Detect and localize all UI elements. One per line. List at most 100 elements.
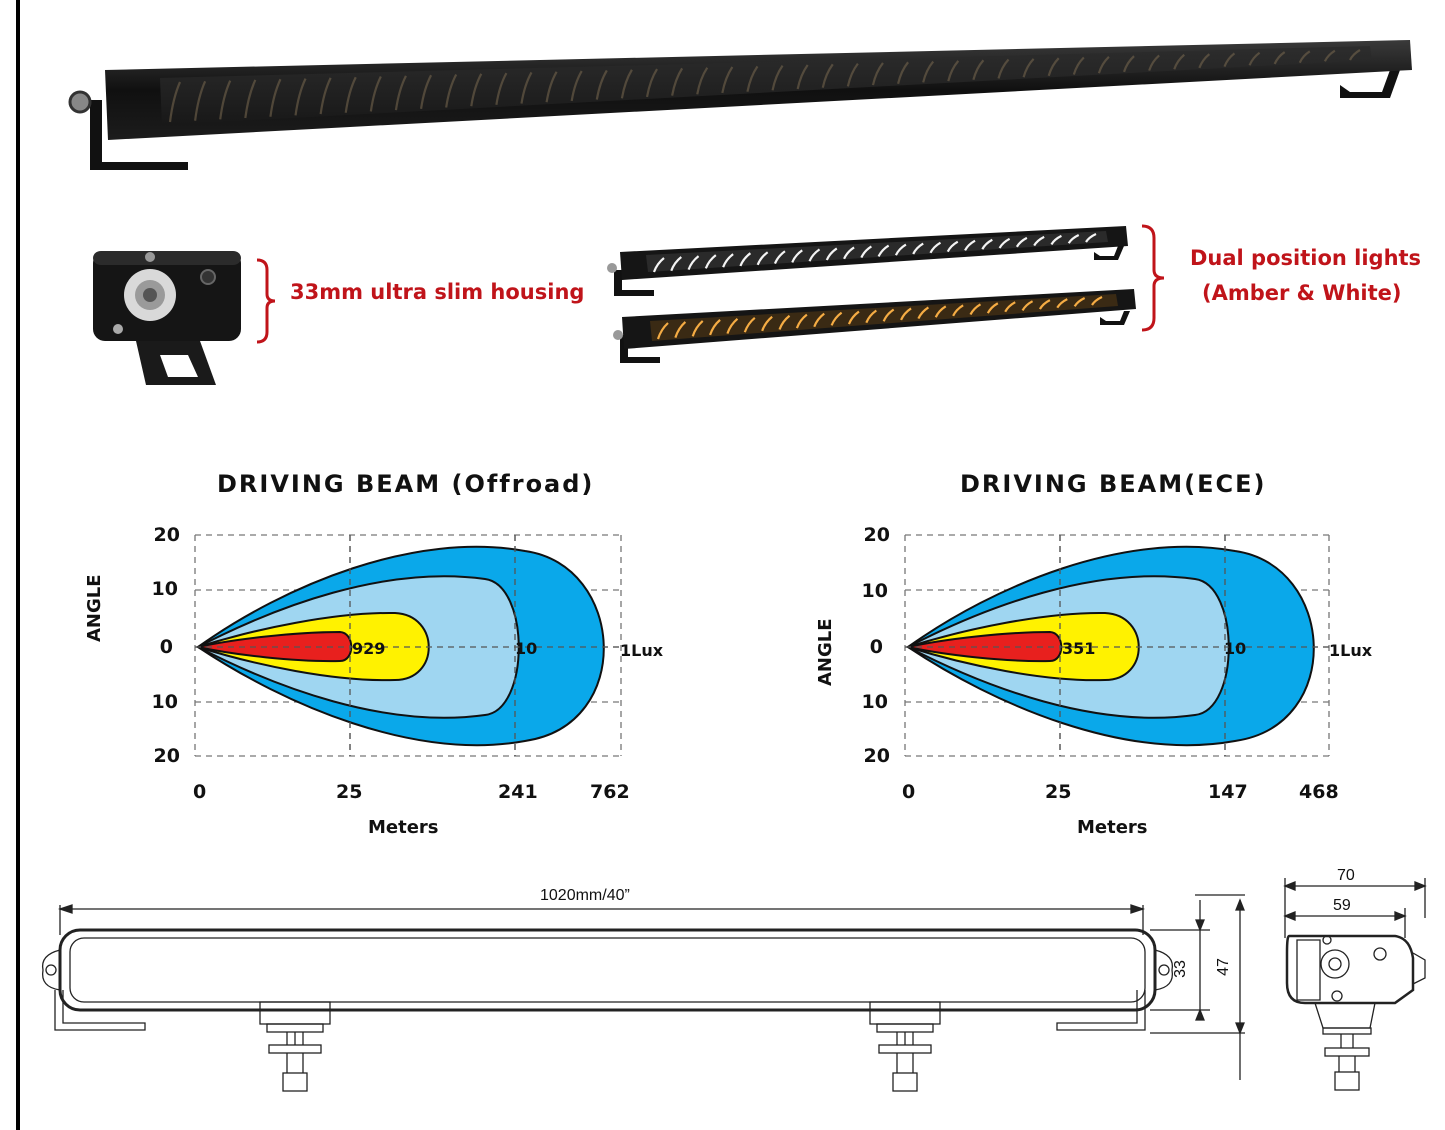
led-segment [1072, 56, 1085, 75]
led-segment [830, 311, 843, 326]
led-segment [595, 69, 608, 100]
led-segment [1273, 51, 1286, 65]
led-segment [704, 254, 717, 269]
led-segment [947, 60, 960, 82]
housing-closeup-photo [93, 251, 241, 385]
led-segment [1067, 233, 1080, 244]
led-segment [917, 306, 930, 320]
led-segment [1148, 54, 1160, 71]
chart-ece-xtick: 147 [1208, 781, 1248, 803]
led-segment [821, 63, 834, 88]
amber-light-bar-photo [613, 289, 1136, 363]
led-segment [470, 73, 483, 107]
led-segment [929, 241, 942, 254]
chart-offroad-plot [194, 534, 622, 757]
chart-offroad-xtick: 241 [498, 781, 538, 803]
led-segment [194, 80, 207, 121]
chart-offroad-zone-mid-label: 929 [352, 639, 386, 658]
led-segment [877, 244, 890, 257]
led-segment [860, 245, 872, 259]
chart-ece-ytick: 20 [863, 745, 890, 767]
led-segment [1349, 49, 1361, 61]
led-segment [344, 76, 357, 113]
led-segment [791, 249, 803, 263]
led-segment [894, 243, 907, 256]
led-segment [1047, 57, 1060, 77]
front-view-drawing [41, 904, 1174, 1092]
led-segment [998, 237, 1011, 249]
led-segment [900, 307, 912, 321]
led-segment [721, 66, 734, 94]
led-segment [997, 58, 1010, 79]
chart-ece-title: DRIVING BEAM(ECE) [960, 470, 1267, 498]
led-segment [1122, 55, 1135, 73]
led-segment [269, 78, 282, 117]
dimension-height-33: 33 [1171, 960, 1189, 978]
led-segment [1173, 53, 1185, 70]
led-segment [1085, 232, 1097, 243]
led-segment [645, 68, 658, 98]
dimension-depth-59: 59 [1333, 897, 1351, 914]
dual-callout-line2: (Amber & White) [1202, 281, 1402, 305]
housing-callout: 33mm ultra slim housing [290, 280, 585, 304]
led-segment [1021, 300, 1034, 311]
dimension-depth-70: 70 [1337, 867, 1355, 884]
led-segment [620, 69, 633, 99]
led-segment [495, 72, 508, 106]
led-segment [1091, 295, 1103, 306]
chart-ece-xtick: 0 [902, 781, 916, 803]
led-segment [808, 248, 821, 262]
white-light-bar-photo [607, 226, 1128, 296]
led-segment [969, 303, 982, 316]
led-segment [981, 238, 993, 250]
chart-offroad-ytick: 10 [151, 691, 178, 713]
chart-offroad-title: DRIVING BEAM (Offroad) [217, 470, 595, 498]
led-segment [570, 70, 583, 102]
chart-ece-ytick: 10 [861, 691, 888, 713]
chart-offroad-zone-1lux-label: 1Lux [620, 641, 664, 660]
led-segment [746, 65, 759, 92]
led-segment [722, 253, 734, 268]
led-segment [739, 252, 752, 267]
led-segment [1004, 301, 1016, 313]
led-segment [726, 317, 739, 334]
led-segment [674, 321, 687, 338]
led-segment [1073, 297, 1086, 307]
dimension-height-47: 47 [1214, 958, 1232, 976]
led-segment [1097, 56, 1110, 74]
led-segment [652, 257, 665, 273]
chart-offroad-xtick: 762 [590, 781, 630, 803]
led-segment [1298, 50, 1311, 64]
white-led-row [652, 232, 1097, 273]
led-segment [922, 60, 935, 83]
led-segment [847, 310, 860, 325]
left-border [16, 0, 20, 1130]
led-segment [825, 247, 838, 261]
led-segment [687, 255, 700, 271]
height-dimension-lines [1150, 894, 1245, 1080]
chart-ece-zone-10-label: 10 [1224, 639, 1247, 658]
chart-offroad-ytick: 20 [153, 524, 180, 546]
led-segment [1038, 299, 1051, 310]
chart-offroad-zone-10-label: 10 [515, 639, 538, 658]
chart-ece-ytick: 0 [869, 636, 883, 658]
amber-led-row [656, 295, 1103, 340]
led-segment [219, 80, 232, 120]
housing-bracket-icon [256, 258, 276, 344]
led-segment [1223, 52, 1236, 68]
chart-ece-ytick: 20 [863, 524, 890, 546]
led-segment [756, 251, 769, 266]
led-segment [778, 314, 791, 330]
led-segment [545, 71, 558, 103]
chart-ece-plot [904, 534, 1330, 757]
chart-ece-xtick: 25 [1045, 781, 1072, 803]
dual-callout-line1: Dual position lights [1190, 246, 1422, 270]
chart-offroad-ylabel: ANGLE [84, 574, 105, 642]
chart-ece-ytick: 10 [861, 580, 888, 602]
led-segment [168, 81, 182, 123]
led-segment [796, 64, 809, 90]
chart-offroad-ytick: 10 [151, 578, 178, 600]
led-segment [813, 312, 825, 328]
led-segment [244, 79, 257, 119]
led-segment [1248, 51, 1261, 66]
